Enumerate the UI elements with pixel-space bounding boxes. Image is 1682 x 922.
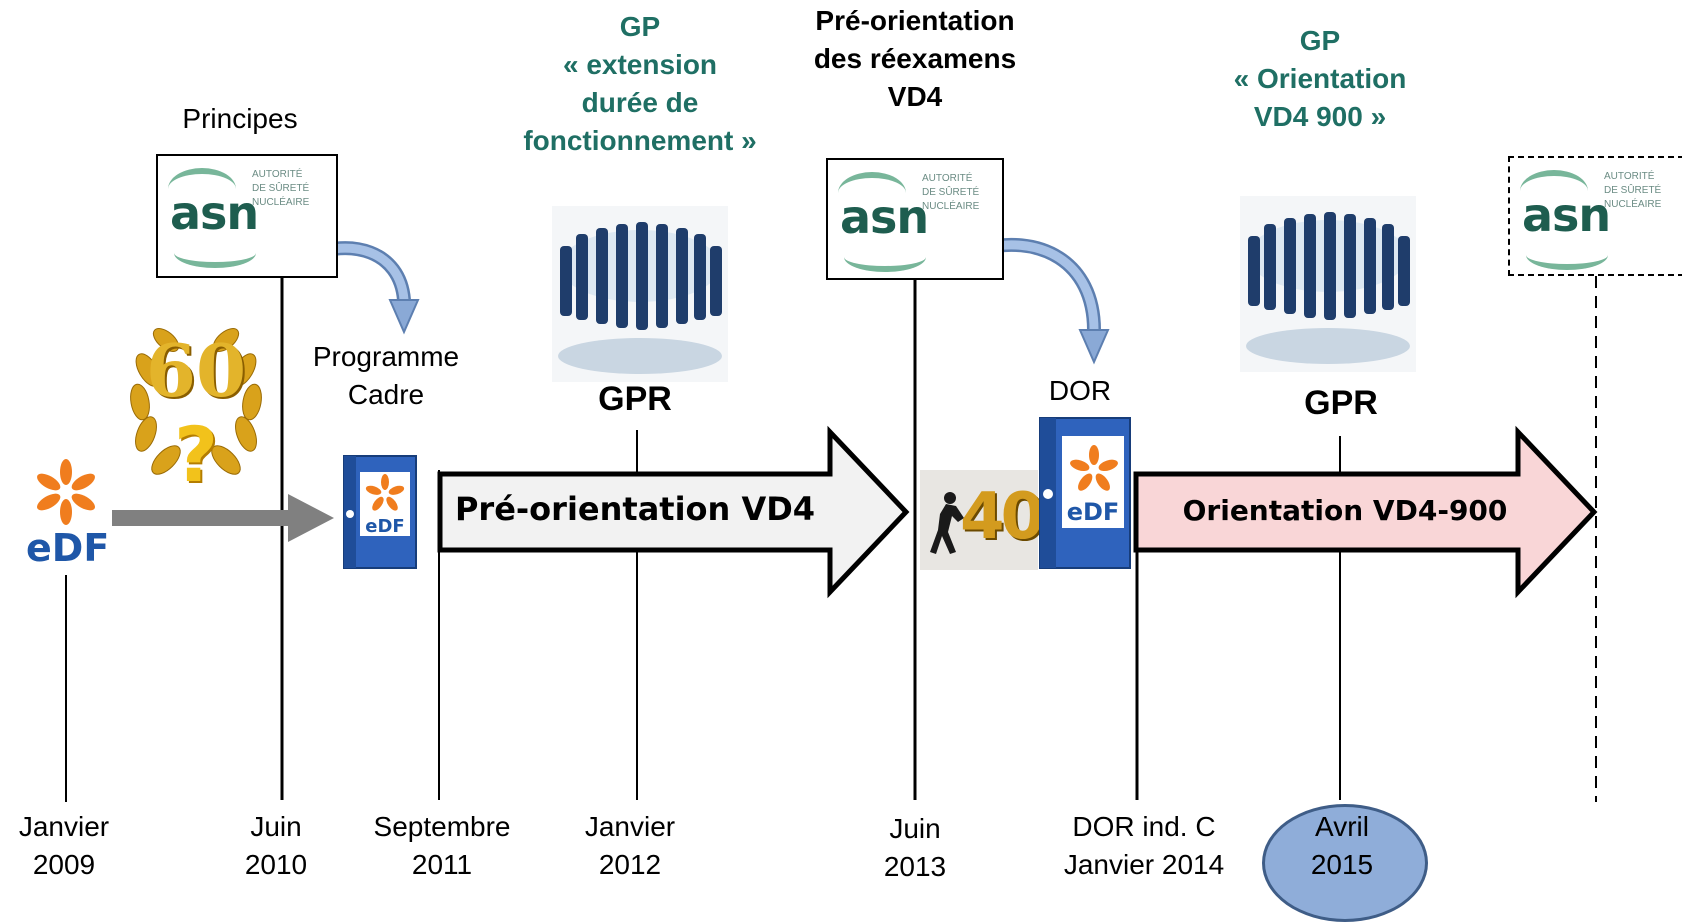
meeting-circle-icon-1	[552, 206, 728, 382]
curved-arrow-1-head	[388, 299, 420, 335]
laurel-60-icon: 60 ?	[126, 310, 266, 506]
gpr-label-2: GPR	[1304, 384, 1378, 422]
gray-arrow	[112, 494, 334, 542]
orientation-arrow-shape	[1133, 425, 1598, 599]
principes-label: Principes	[182, 103, 298, 134]
edf-wordmark: eDF	[26, 526, 110, 570]
question-mark: ?	[173, 410, 219, 499]
laurel-number: 60	[145, 328, 247, 413]
dor-label: DOR	[1048, 375, 1112, 406]
programme-cadre-label: Programme Cadre	[312, 341, 460, 410]
edf-binder-icon-2: eDF	[1036, 414, 1134, 572]
pre-orientation-reexamens-label: Pré-orientation des réexamens VD4	[813, 5, 1017, 112]
edf-flower-icon	[37, 459, 95, 525]
orientation-arrow-label: Orientation VD4-900	[1182, 494, 1508, 527]
gpr-label-1: GPR	[598, 380, 672, 418]
edf-logo: eDF	[26, 456, 110, 576]
pre-orientation-arrow-label: Pré-orientation VD4	[454, 490, 816, 528]
edf-binder-icon-1: eDF	[340, 454, 420, 572]
curved-arrow-2-head	[1078, 329, 1110, 365]
pre-orientation-arrow-shape	[437, 425, 910, 599]
meeting-circle-icon-2	[1240, 196, 1416, 372]
pushing-40-icon: 40	[920, 470, 1045, 570]
sign-number: 40	[960, 480, 1045, 554]
gp-extension-label: GP « extension durée de fonctionnement »	[523, 11, 757, 156]
gp-orientation-label: GP « Orientation VD4 900 »	[1233, 25, 1407, 132]
highlight-oval	[1262, 804, 1428, 922]
